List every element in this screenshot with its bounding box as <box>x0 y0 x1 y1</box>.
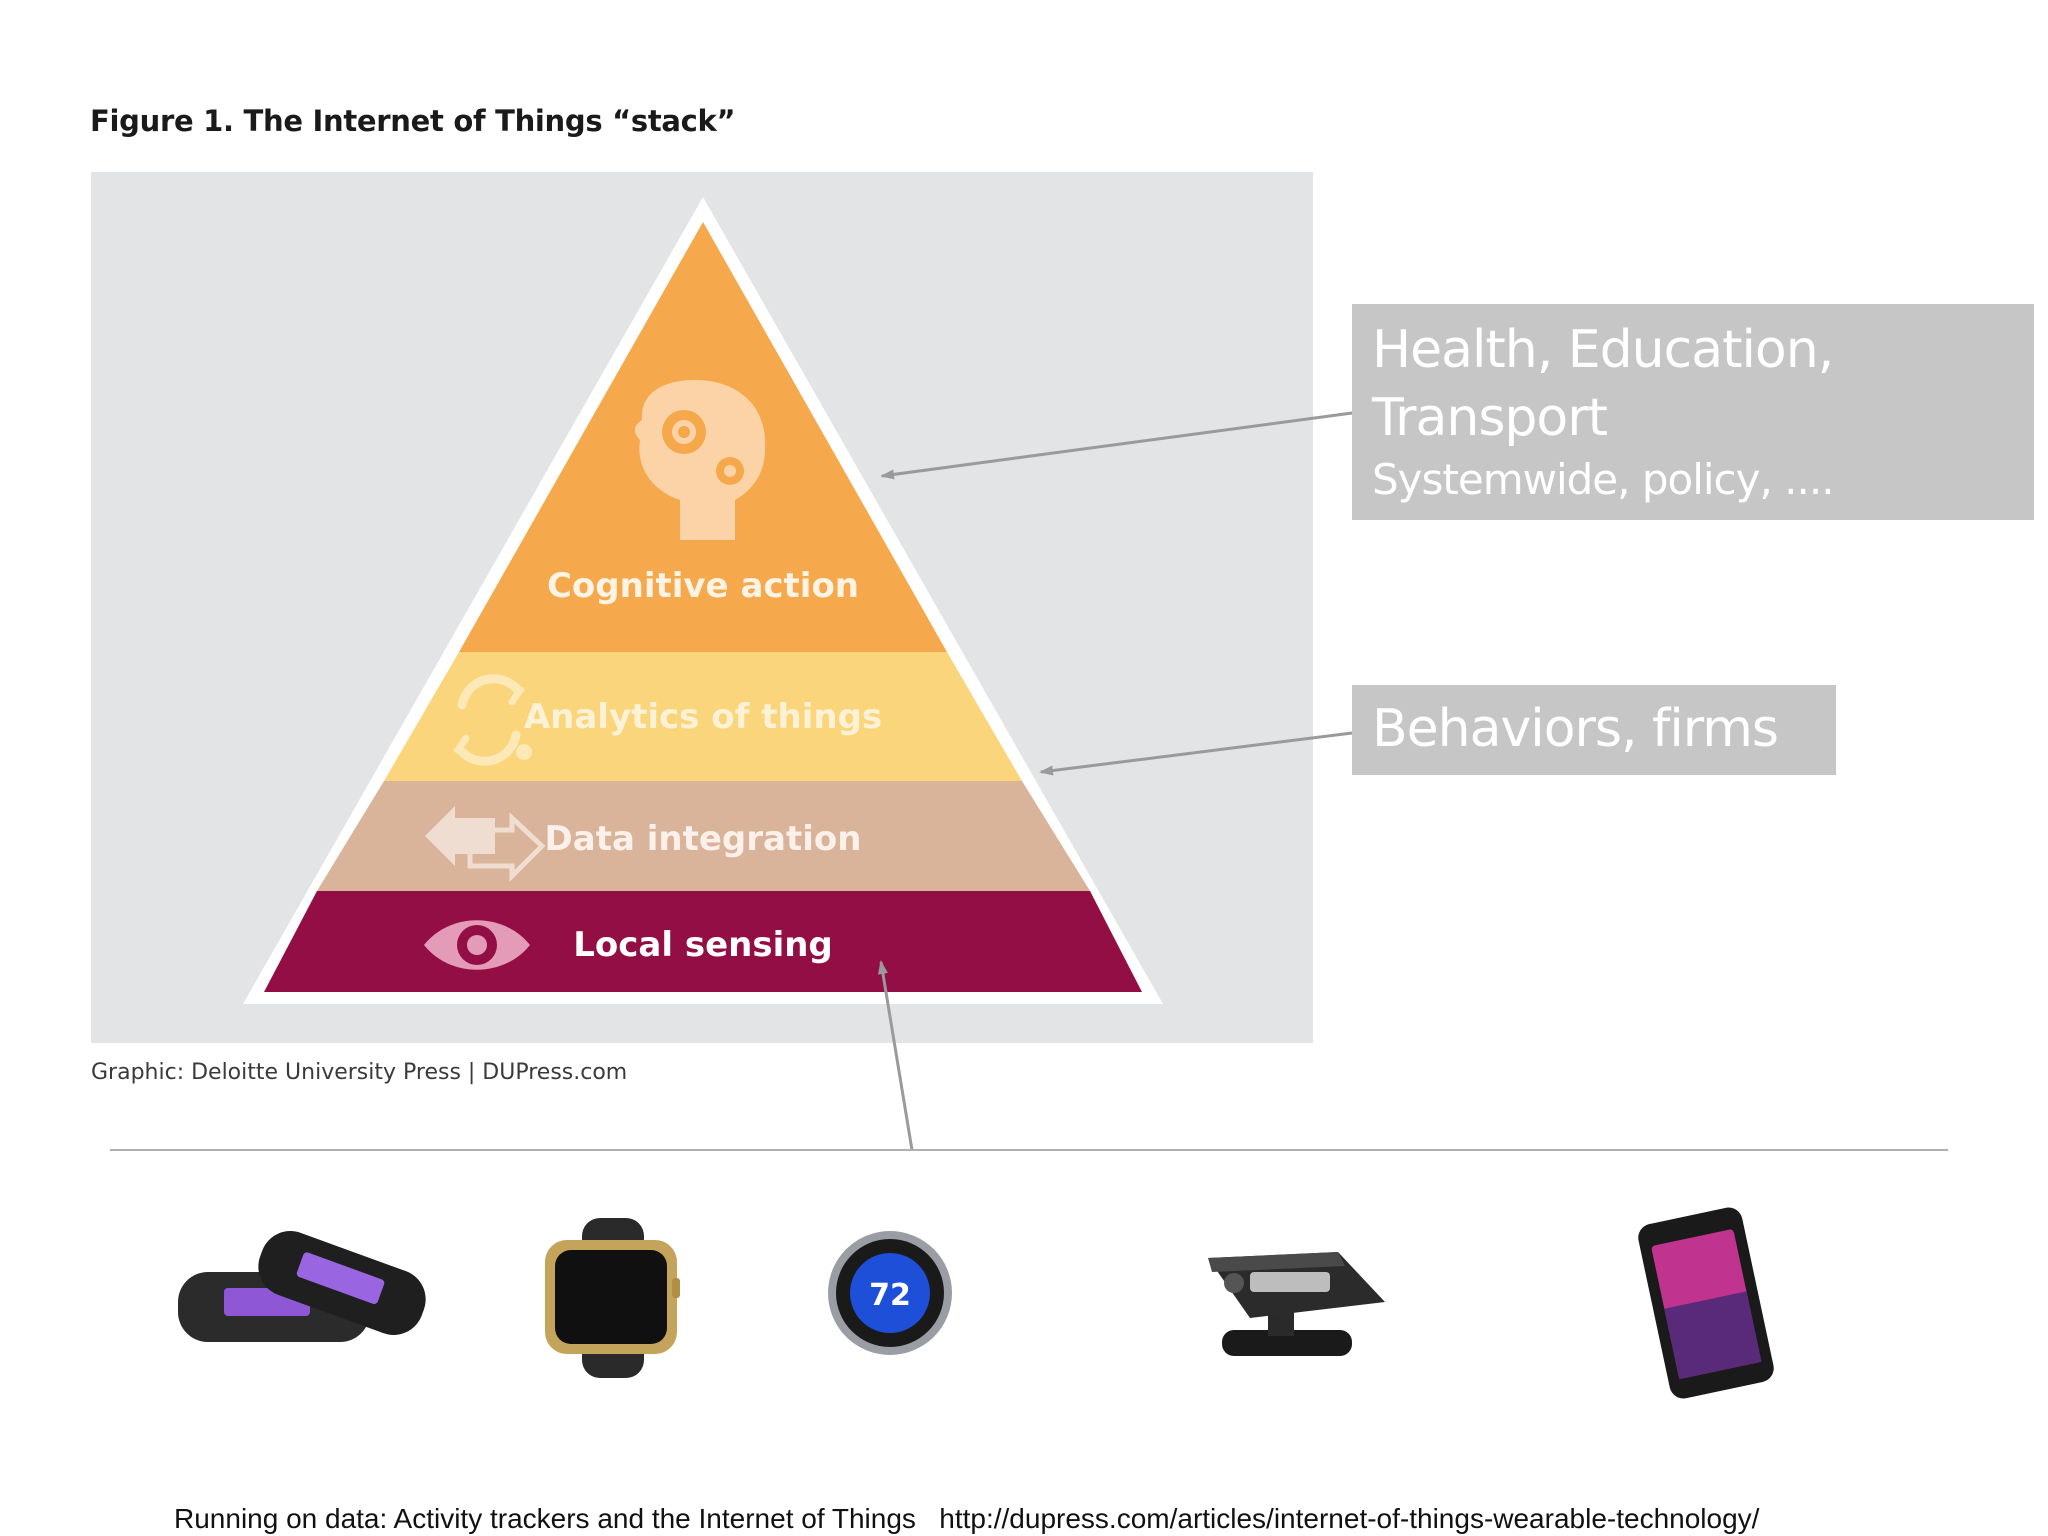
callout-top-line-1: Health, Education, <box>1372 320 1834 380</box>
thermostat-display: 72 <box>869 1278 911 1313</box>
projector-icon <box>1208 1252 1385 1356</box>
arrow-to-cognitive-action <box>880 411 1353 480</box>
fitness-band-icon <box>178 1231 426 1342</box>
layer-label-analytics-of-things: Analytics of things <box>524 697 882 737</box>
figure-title: Figure 1. The Internet of Things “stack” <box>90 104 736 138</box>
layer-label-data-integration: Data integration <box>545 819 862 859</box>
callout-top-line-2: Transport <box>1372 388 1608 448</box>
layer-analytics-of-things <box>384 652 1022 781</box>
two-way-arrows-icon <box>425 806 546 883</box>
smartwatch-icon <box>545 1218 680 1378</box>
thermostat-icon: 72 <box>828 1231 952 1355</box>
callout-health-education-transport: Health, Education, Transport Systemwide,… <box>1352 304 2034 520</box>
callout-top-subtitle: Systemwide, policy, .... <box>1372 455 1835 504</box>
devices-divider <box>110 1149 1948 1151</box>
head-gears-icon <box>634 380 766 540</box>
refresh-cycle-icon <box>453 674 532 766</box>
eye-icon <box>424 920 530 970</box>
figure-credit: Graphic: Deloitte University Press | DUP… <box>91 1060 628 1085</box>
footer-source: Running on data: Activity trackers and t… <box>174 1503 1760 1534</box>
layer-label-cognitive-action: Cognitive action <box>547 566 859 606</box>
arrow-to-local-sensing <box>878 960 914 1151</box>
layer-label-local-sensing: Local sensing <box>573 925 833 965</box>
smartphone-icon <box>1638 1207 1774 1399</box>
arrow-to-analytics <box>1039 731 1353 776</box>
callout-mid-label: Behaviors, firms <box>1372 699 1779 759</box>
callout-behaviors-firms: Behaviors, firms <box>1352 685 1836 775</box>
